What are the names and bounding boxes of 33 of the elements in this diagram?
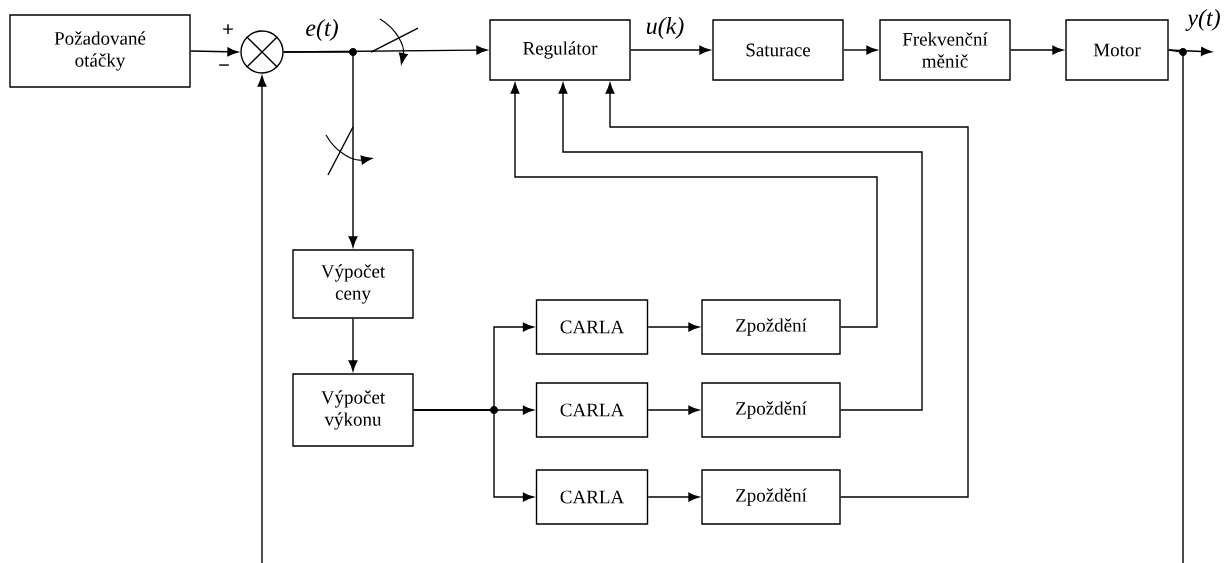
process-box: Saturace (712, 19, 844, 81)
arrow (647, 492, 700, 502)
signal-label: u(k) (644, 16, 686, 40)
process-box: Zpoždění (701, 469, 841, 525)
process-box: Motor (1065, 19, 1169, 81)
process-box: CARLA (535, 299, 649, 355)
summing-junction (240, 30, 284, 74)
process-box: Regulátor (489, 19, 631, 81)
arrow (413, 409, 534, 502)
arrow (630, 45, 711, 55)
plus-sign: + (223, 24, 233, 34)
arrow (605, 82, 969, 498)
signal-label: y(t) (1185, 8, 1222, 32)
arrow (647, 405, 700, 415)
process-box: Zpoždění (701, 299, 841, 355)
arrow (647, 322, 700, 332)
process-box: Frekvenční měnič (879, 19, 1011, 81)
signal-label: e(t) (304, 18, 340, 42)
minus-sign: − (219, 64, 229, 66)
process-box: CARLA (535, 469, 649, 525)
arrow (843, 45, 878, 55)
arrow (510, 82, 878, 328)
arrow (283, 51, 358, 248)
process-box: Požadované otáčky (9, 14, 191, 88)
arrow (190, 47, 239, 57)
process-box: Zpoždění (701, 382, 841, 438)
arrow (257, 75, 267, 563)
process-box: CARLA (535, 382, 649, 438)
arrow (558, 82, 923, 411)
arrow (1010, 45, 1064, 55)
process-box: Výpočet výkonu (292, 373, 414, 447)
arrow (348, 318, 358, 372)
process-box: Výpočet ceny (292, 249, 414, 319)
